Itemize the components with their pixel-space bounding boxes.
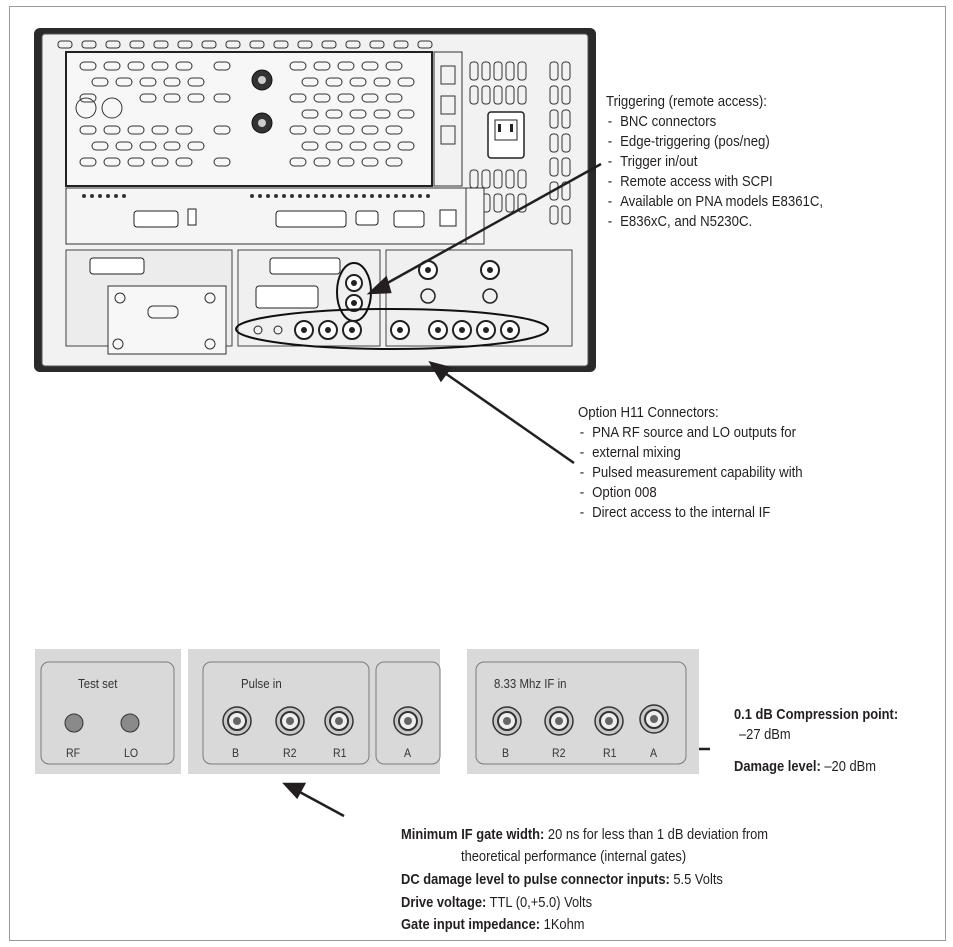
cover-plate — [107, 285, 227, 355]
gate-width-cont: theoretical performance (internal gates) — [461, 848, 687, 865]
h11-note-item: PNA RF source and LO outputs for — [578, 423, 803, 443]
upper-io-column — [433, 51, 463, 187]
dc-damage-value: 5.5 Volts — [669, 871, 723, 888]
h11-highlight-ellipse — [235, 308, 549, 350]
gate-width-label: Minimum IF gate width: — [401, 826, 545, 843]
pulse-arrow — [295, 788, 345, 818]
h11-note-item-cont: Option 008 — [578, 483, 803, 503]
top-vent-row — [57, 40, 433, 49]
h11-note: Option H11 Connectors: PNA RF source and… — [578, 403, 803, 523]
drive-voltage-spec: Drive voltage: TTL (0,+5.0) Volts — [401, 892, 592, 914]
if-port-label-r1: R1 — [603, 746, 617, 760]
if-port-label-b: B — [502, 746, 510, 760]
if-port-icons — [492, 704, 669, 736]
gpib-connector — [133, 210, 179, 228]
h11-note-heading: Option H11 Connectors: — [578, 404, 719, 421]
test-set-title: Test set — [78, 676, 118, 691]
if-in-panel — [475, 661, 687, 765]
damage-label: Damage level: — [734, 758, 821, 775]
lo-port-icon — [120, 713, 140, 733]
test-set-connector — [255, 285, 319, 309]
h11-note-item: Pulsed measurement capability with — [578, 463, 803, 483]
drive-voltage-label: Drive voltage: — [401, 894, 487, 911]
serial-connector — [355, 210, 379, 226]
trigger-note-item: Trigger in/out — [606, 152, 823, 172]
upper-round-port-2 — [101, 97, 123, 119]
pulse-in-panel — [202, 661, 370, 765]
usb-port — [187, 208, 197, 226]
impedance-value: 1Kohm — [540, 916, 585, 933]
upper-module — [65, 51, 433, 187]
trigger-note: Triggering (remote access): BNC connecto… — [606, 92, 823, 232]
test-set-panel-bg — [35, 649, 181, 774]
if-in-title: 8.33 Mhz IF in — [494, 676, 567, 691]
h11-note-item-cont: external mixing — [578, 443, 803, 463]
drive-voltage-value: TTL (0,+5.0) Volts — [486, 894, 593, 911]
pulse-in-title: Pulse in — [241, 676, 282, 691]
a-port-label: A — [404, 746, 412, 760]
damage-value: –20 dBm — [820, 758, 876, 775]
pulse-arrowhead — [282, 782, 307, 800]
h11-arrowhead — [428, 361, 453, 383]
dc-damage-spec: DC damage level to pulse connector input… — [401, 869, 723, 891]
impedance-label: Gate input impedance: — [401, 916, 541, 933]
compression-value: –27 dBm — [739, 726, 791, 743]
a-port-panel — [375, 661, 441, 765]
h11-note-list: PNA RF source and LO outputs for externa… — [578, 423, 803, 523]
pulse-port-label-r2: R2 — [283, 746, 297, 760]
gate-width-value: 20 ns for less than 1 dB deviation from — [544, 826, 769, 843]
gate-width-spec: Minimum IF gate width: 20 ns for less th… — [401, 824, 768, 846]
pulse-port-label-b: B — [232, 746, 240, 760]
trigger-note-item: BNC connectors — [606, 112, 823, 132]
trigger-note-list: BNC connectors Edge-triggering (pos/neg)… — [606, 112, 823, 232]
right-vent-grid — [469, 61, 571, 225]
trigger-note-item: Available on PNA models E8361C, — [606, 192, 823, 212]
lo-port-label: LO — [124, 746, 139, 760]
pulse-port-icons — [222, 706, 423, 736]
trigger-arrowhead — [366, 275, 392, 295]
lan-port — [439, 209, 457, 227]
h11-arrow — [441, 369, 575, 465]
dc-damage-label: DC damage level to pulse connector input… — [401, 871, 670, 888]
compression-point: 0.1 dB Compression point: — [734, 704, 898, 726]
upper-module-vents — [79, 61, 415, 167]
compression-label: 0.1 dB Compression point: — [734, 706, 899, 723]
trigger-arrow — [381, 162, 602, 288]
h11-connector-row — [253, 320, 520, 340]
damage-level: Damage level: –20 dBm — [734, 756, 876, 778]
power-inlet — [487, 111, 525, 159]
parallel-connector — [275, 210, 347, 228]
pulse-port-label-r1: R1 — [333, 746, 347, 760]
trigger-note-heading: Triggering (remote access): — [606, 93, 767, 110]
if-port-label-a: A — [650, 746, 658, 760]
trigger-note-item: Edge-triggering (pos/neg) — [606, 132, 823, 152]
io-strip-dots — [82, 194, 430, 198]
trigger-note-item-cont: E836xC, and N5230C. — [606, 212, 823, 232]
test-set-panel — [40, 661, 175, 765]
rf-port-label: RF — [66, 746, 81, 760]
impedance-spec: Gate input impedance: 1Kohm — [401, 914, 585, 936]
trigger-note-item: Remote access with SCPI — [606, 172, 823, 192]
if-port-label-r2: R2 — [552, 746, 566, 760]
vga-connector — [393, 210, 425, 228]
upper-round-port-1 — [75, 97, 97, 119]
rf-port-icon — [64, 713, 84, 733]
h11-note-item: Direct access to the internal IF — [578, 503, 803, 523]
